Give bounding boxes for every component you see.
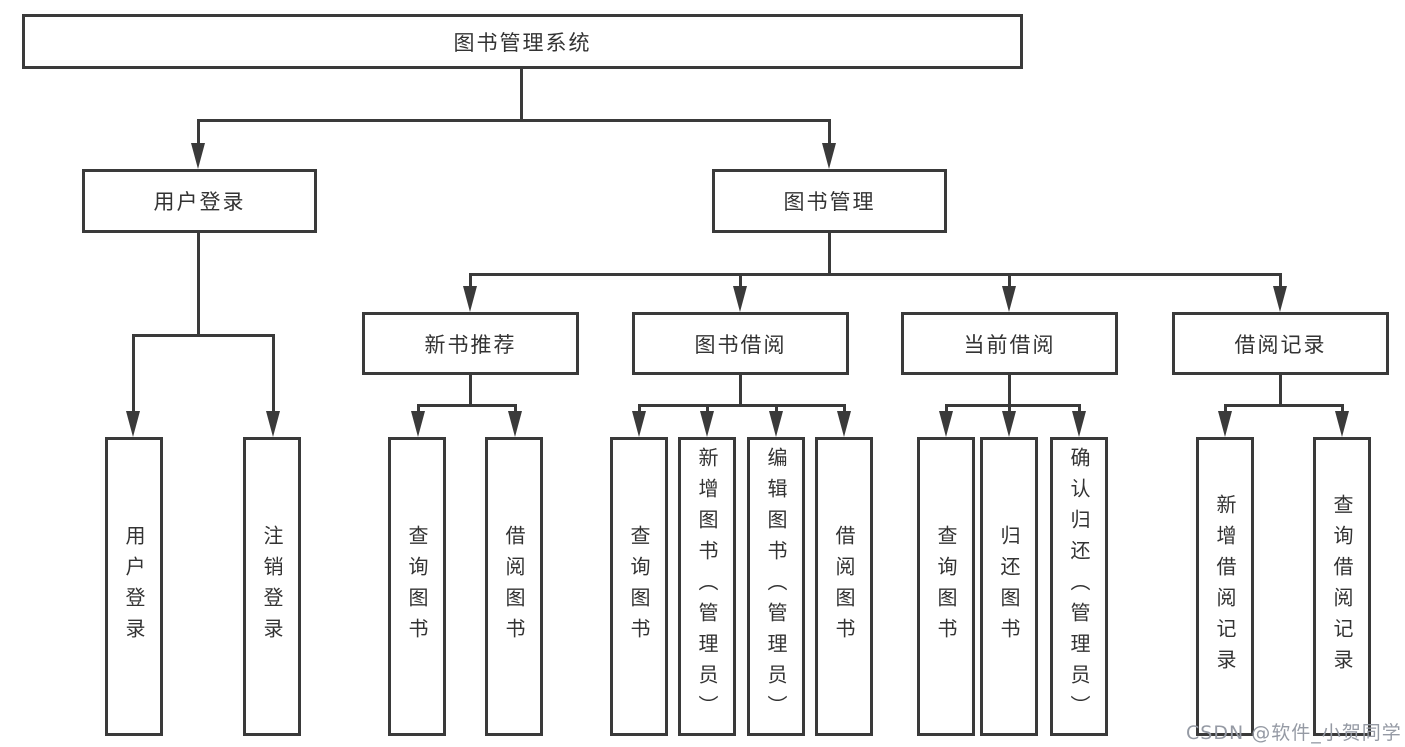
node-book-management: 图书管理 xyxy=(712,169,947,233)
watermark-text: CSDN @软件_小贺同学 xyxy=(1186,722,1402,744)
node-label: 新书推荐 xyxy=(424,332,517,357)
leaf-borrowing-add-books-admin: 新增图书（管理员） xyxy=(678,437,736,736)
arrowhead-icon xyxy=(939,411,953,437)
arrowhead-icon xyxy=(1002,411,1016,437)
arrowhead-icon xyxy=(411,411,425,437)
connector-line xyxy=(739,273,742,291)
node-label: 查询图书 xyxy=(627,524,651,649)
arrowhead-icon xyxy=(126,411,140,437)
arrowhead-icon xyxy=(700,411,714,437)
arrowhead-icon xyxy=(1335,411,1349,437)
connector-line xyxy=(739,375,742,407)
leaf-borrowing-borrow-books: 借阅图书 xyxy=(815,437,873,736)
connector-line xyxy=(1008,273,1011,291)
arrowhead-icon xyxy=(1072,411,1086,437)
connector-line xyxy=(828,233,831,276)
connector-line xyxy=(520,69,523,121)
arrowhead-icon xyxy=(1002,286,1016,312)
leaf-recommend-query-books: 查询图书 xyxy=(388,437,446,736)
connector-line xyxy=(1279,273,1282,291)
arrowhead-icon xyxy=(508,411,522,437)
node-book-borrowing: 图书借阅 xyxy=(632,312,849,375)
node-label: 借阅图书 xyxy=(502,524,526,649)
connector-line xyxy=(272,334,275,420)
connector-line xyxy=(417,404,517,407)
node-label: 编辑图书（管理员） xyxy=(764,447,788,726)
node-label: 图书借阅 xyxy=(694,332,787,357)
arrowhead-icon xyxy=(822,143,836,169)
node-label: 用户登录 xyxy=(122,524,146,649)
leaf-user-login: 用户登录 xyxy=(105,437,163,736)
connector-line xyxy=(132,334,135,420)
leaf-records-add-record: 新增借阅记录 xyxy=(1196,437,1254,736)
connector-line xyxy=(132,334,274,337)
connector-line xyxy=(945,404,1081,407)
leaf-current-query-books: 查询图书 xyxy=(917,437,975,736)
leaf-borrowing-query-books: 查询图书 xyxy=(610,437,668,736)
node-new-book-recommend: 新书推荐 xyxy=(362,312,579,375)
node-label: 查询图书 xyxy=(405,524,429,649)
leaf-current-return-books: 归还图书 xyxy=(980,437,1038,736)
node-borrowing-records: 借阅记录 xyxy=(1172,312,1389,375)
arrowhead-icon xyxy=(463,286,477,312)
leaf-current-confirm-return-admin: 确认归还（管理员） xyxy=(1050,437,1108,736)
leaf-recommend-borrow-books: 借阅图书 xyxy=(485,437,543,736)
arrowhead-icon xyxy=(1218,411,1232,437)
arrowhead-icon xyxy=(733,286,747,312)
node-label: 新增图书（管理员） xyxy=(695,447,719,726)
arrowhead-icon xyxy=(632,411,646,437)
arrowhead-icon xyxy=(266,411,280,437)
connector-line xyxy=(469,375,472,407)
connector-line xyxy=(469,273,472,291)
node-label: 用户登录 xyxy=(153,190,246,214)
node-label: 注销登录 xyxy=(260,524,284,649)
connector-line xyxy=(197,233,200,336)
connector-line xyxy=(197,119,831,122)
connector-line xyxy=(197,119,200,151)
node-label: 借阅图书 xyxy=(832,524,856,649)
node-label: 新增借阅记录 xyxy=(1213,493,1237,680)
connector-line xyxy=(469,273,1282,276)
node-label: 查询借阅记录 xyxy=(1330,493,1354,680)
node-label: 归还图书 xyxy=(997,524,1021,649)
node-root-library-system: 图书管理系统 xyxy=(22,14,1023,69)
arrowhead-icon xyxy=(769,411,783,437)
leaf-borrowing-edit-books-admin: 编辑图书（管理员） xyxy=(747,437,805,736)
arrowhead-icon xyxy=(1273,286,1287,312)
leaf-logout: 注销登录 xyxy=(243,437,301,736)
arrowhead-icon xyxy=(191,143,205,169)
node-label: 查询图书 xyxy=(934,524,958,649)
arrowhead-icon xyxy=(837,411,851,437)
connector-line xyxy=(1224,404,1343,407)
node-label: 图书管理系统 xyxy=(453,30,592,55)
connector-line xyxy=(1279,375,1282,407)
connector-line xyxy=(1008,375,1011,407)
leaf-records-query-record: 查询借阅记录 xyxy=(1313,437,1371,736)
node-label: 确认归还（管理员） xyxy=(1067,447,1091,726)
node-label: 借阅记录 xyxy=(1234,332,1327,357)
node-label: 图书管理 xyxy=(783,190,876,214)
node-user-login: 用户登录 xyxy=(82,169,317,233)
connector-line xyxy=(638,404,845,407)
node-label: 当前借阅 xyxy=(963,332,1056,357)
connector-line xyxy=(828,119,831,151)
node-current-borrowing: 当前借阅 xyxy=(901,312,1118,375)
